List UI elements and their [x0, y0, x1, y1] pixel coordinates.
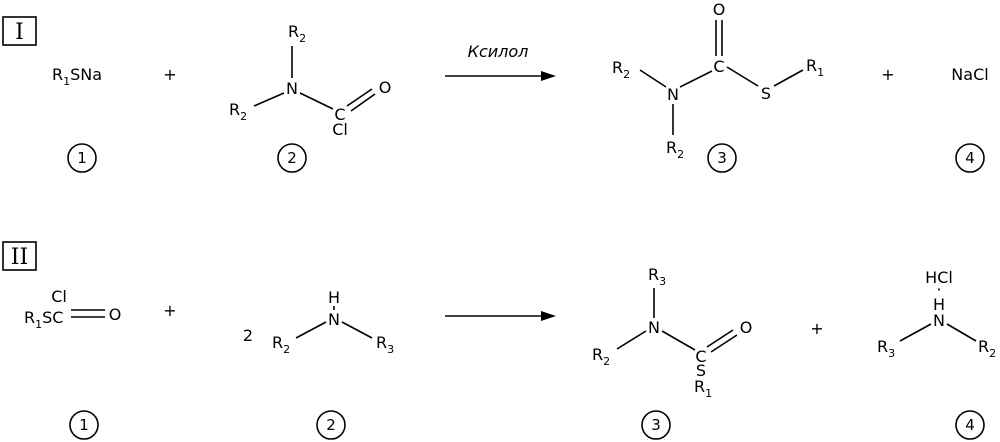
- bond: [679, 70, 713, 88]
- oxygen-atom: O: [379, 78, 392, 97]
- hcl-label: HCl: [925, 268, 953, 287]
- compound-number: 3: [717, 149, 727, 167]
- plus-sign: +: [881, 65, 894, 84]
- bond: [946, 323, 977, 342]
- r3-label: R3: [648, 265, 666, 288]
- arrow-head: [541, 311, 556, 321]
- roman-numeral: II: [11, 245, 28, 270]
- compound-number-circle: [67, 143, 97, 173]
- adduct-dot: ·: [936, 280, 941, 299]
- chlorine-atom: Cl: [51, 287, 67, 306]
- sulfur-atom: S: [696, 361, 706, 380]
- r2-upper-label: R2: [612, 58, 630, 81]
- reaction-arrow: [445, 311, 556, 321]
- compound-number: 1: [77, 149, 87, 167]
- bond: [661, 330, 696, 351]
- r1-label: R1: [694, 377, 712, 400]
- roman-numeral: I: [15, 20, 24, 45]
- hydrogen-atom: H: [328, 288, 340, 307]
- bond: [899, 323, 932, 342]
- compound-number: 2: [287, 149, 297, 167]
- oxygen-atom: O: [740, 318, 753, 337]
- reactant-2: 2 H N R2 R3 2: [243, 288, 394, 440]
- formula: R1SC: [24, 308, 63, 331]
- carbon-atom: C: [695, 347, 706, 366]
- double-bond-b: [710, 334, 738, 353]
- r2-lower-label: R2: [666, 138, 684, 161]
- product-1: R2 N R2 C O S R1 3: [612, 0, 824, 173]
- bond: [616, 330, 647, 350]
- reaction-1: I R1SNa 1 + R2 N R2 C O Cl 2 Ксилол: [2, 0, 989, 173]
- compound-number: 4: [965, 149, 975, 167]
- bond: [299, 92, 334, 110]
- roman-box: [2, 241, 37, 271]
- bond: [341, 321, 373, 339]
- hydrogen-atom: H: [933, 295, 945, 314]
- compound-number-circle: [69, 410, 99, 440]
- oxygen-atom: O: [109, 305, 122, 324]
- bond: [726, 66, 759, 87]
- plus-sign: +: [163, 301, 176, 320]
- compound-number-circle: [955, 410, 985, 440]
- r2-top-label: R2: [288, 22, 306, 45]
- formula: R1SNa: [52, 65, 102, 88]
- reactant-1: Cl R1SC O 1: [24, 287, 122, 440]
- carbon-atom: C: [334, 105, 345, 124]
- compound-number: 4: [965, 416, 975, 434]
- sulfur-atom: S: [761, 84, 771, 103]
- reaction-arrow: Ксилол: [445, 42, 556, 81]
- nitrogen-atom: N: [667, 85, 679, 104]
- compound-number-circle: [316, 410, 346, 440]
- compound-number: 3: [651, 416, 661, 434]
- bond: [253, 92, 285, 107]
- nitrogen-atom: N: [933, 311, 945, 330]
- bond: [295, 321, 327, 339]
- compound-number-circle: [955, 143, 985, 173]
- r3-label: R3: [376, 333, 394, 356]
- r1-label: R1: [806, 56, 824, 79]
- reactant-2: R2 N R2 C O Cl 2: [229, 22, 392, 173]
- double-bond-a: [346, 88, 373, 107]
- compound-number-circle: [277, 143, 307, 173]
- compound-number: 1: [79, 416, 89, 434]
- product-1: R3 N R2 C O S R1 3: [592, 265, 753, 440]
- product-2: NaCl 4: [951, 65, 989, 173]
- double-bond-b: [350, 93, 376, 112]
- stoichiometric-coefficient: 2: [243, 326, 253, 345]
- r2-label: R2: [272, 333, 290, 356]
- arrow-head: [541, 71, 556, 81]
- chlorine-atom: Cl: [332, 120, 348, 139]
- product-2: HCl · H N R3 R2 4: [877, 268, 996, 440]
- nitrogen-atom: N: [648, 318, 660, 337]
- carbon-atom: C: [713, 57, 724, 76]
- r2-left-label: R2: [229, 100, 247, 123]
- solvent-label: Ксилол: [468, 42, 529, 61]
- oxygen-atom: O: [713, 0, 726, 19]
- reaction-2: II Cl R1SC O 1 + 2 H N R2 R3 2: [2, 241, 996, 440]
- formula: NaCl: [951, 65, 988, 84]
- reactant-1: R1SNa 1: [52, 65, 102, 173]
- nitrogen-atom: N: [328, 310, 340, 329]
- nitrogen-atom: N: [286, 79, 298, 98]
- bond: [639, 69, 667, 88]
- compound-number-circle: [641, 410, 671, 440]
- r2-label: R2: [978, 337, 996, 360]
- r2-label: R2: [592, 345, 610, 368]
- roman-box: [2, 16, 37, 46]
- plus-sign: +: [810, 319, 823, 338]
- bond: [773, 69, 804, 87]
- double-bond-a: [706, 329, 734, 348]
- compound-number: 2: [326, 416, 336, 434]
- r3-label: R3: [877, 337, 895, 360]
- plus-sign: +: [163, 65, 176, 84]
- compound-number-circle: [707, 143, 737, 173]
